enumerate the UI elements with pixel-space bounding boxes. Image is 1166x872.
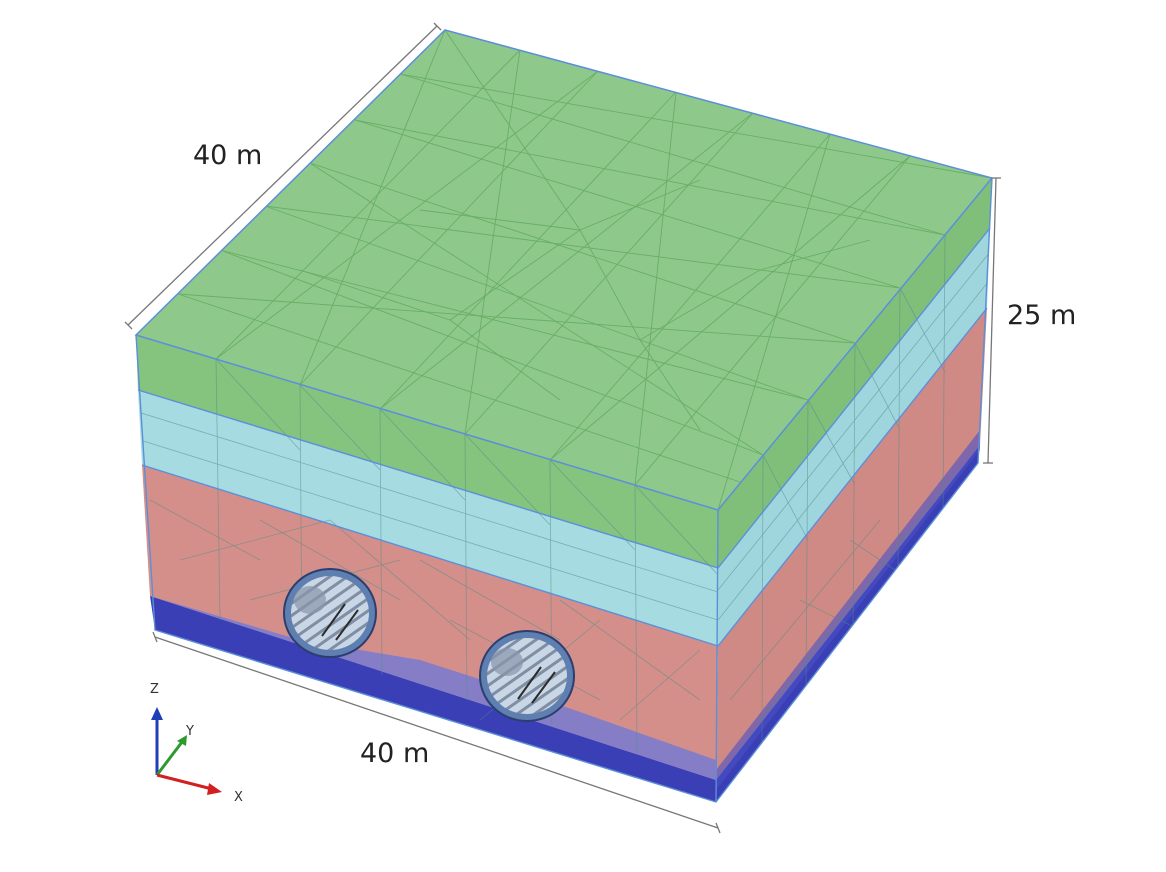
y-axis-label: Y	[186, 724, 194, 739]
right-face	[716, 178, 992, 802]
depth-dimension-label: 40 m	[193, 140, 263, 171]
top-surface-layer	[136, 30, 992, 510]
tunnel-left	[283, 568, 377, 658]
right-lower-layer	[716, 308, 987, 780]
front-base-layer	[150, 596, 716, 802]
front-middle-layer	[138, 390, 718, 646]
height-dimension-label: 25 m	[1007, 300, 1077, 331]
layer-boundaries	[135, 177, 993, 803]
dimension-line-depth	[124, 22, 442, 330]
x-axis-arrow	[156, 773, 213, 791]
width-dimension-label: 40 m	[360, 738, 430, 769]
z-axis-label: Z	[150, 682, 159, 697]
tunnel-right	[479, 630, 575, 722]
dimension-line-width	[152, 631, 721, 834]
y-axis-arrow	[155, 741, 184, 776]
axis-triad	[151, 707, 222, 795]
dimension-line-height	[983, 177, 1001, 464]
front-top-layer	[136, 335, 718, 568]
top-face	[134, 29, 994, 511]
front-face	[136, 335, 718, 802]
front-lower-layer	[142, 465, 718, 780]
x-axis-label: X	[234, 790, 243, 805]
